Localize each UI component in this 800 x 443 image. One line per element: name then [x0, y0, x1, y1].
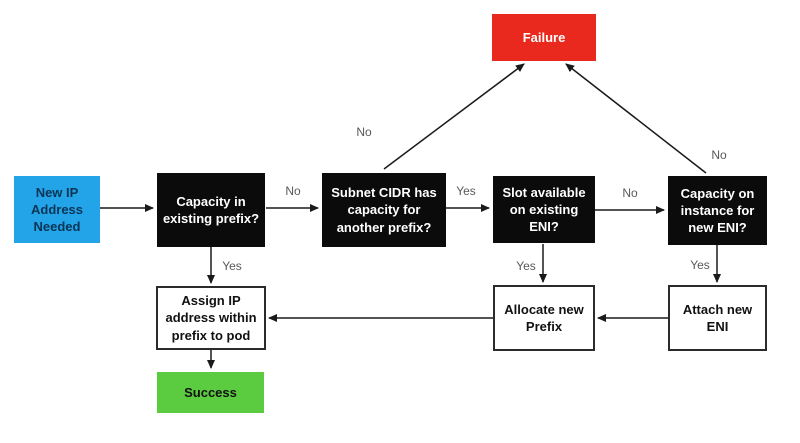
node-capacity-existing-prefix: Capacity in existing prefix? — [157, 173, 265, 247]
edge-label-yes-slot-to-allocate: Yes — [516, 259, 536, 273]
node-slot-available-eni: Slot available on existing ENI? — [493, 176, 595, 243]
node-assign-ip: Assign IP address within prefix to pod — [156, 286, 266, 350]
edge-label-no-capacity-to-subnet: No — [285, 184, 301, 198]
edge-label-yes-capacity-to-assign: Yes — [222, 259, 242, 273]
edge-label-yes-subnet-to-slot: Yes — [456, 184, 476, 198]
edge-label-no-slot-to-instance: No — [622, 186, 638, 200]
node-allocate-prefix: Allocate new Prefix — [493, 285, 595, 351]
arrow-instance-to-failure — [565, 63, 707, 174]
edge-label-no-instance-to-failure: No — [711, 148, 727, 162]
node-capacity-instance-eni: Capacity on instance for new ENI? — [668, 176, 767, 245]
node-subnet-cidr-capacity: Subnet CIDR has capacity for another pre… — [322, 173, 446, 247]
edge-label-yes-instance-to-attach: Yes — [690, 258, 710, 272]
node-failure: Failure — [492, 14, 596, 61]
edge-label-no-subnet-to-failure: No — [356, 125, 372, 139]
node-new-ip-needed: New IP Address Needed — [14, 176, 100, 243]
node-success: Success — [157, 372, 264, 413]
arrow-subnet-to-failure — [383, 63, 525, 170]
node-attach-eni: Attach new ENI — [668, 285, 767, 351]
